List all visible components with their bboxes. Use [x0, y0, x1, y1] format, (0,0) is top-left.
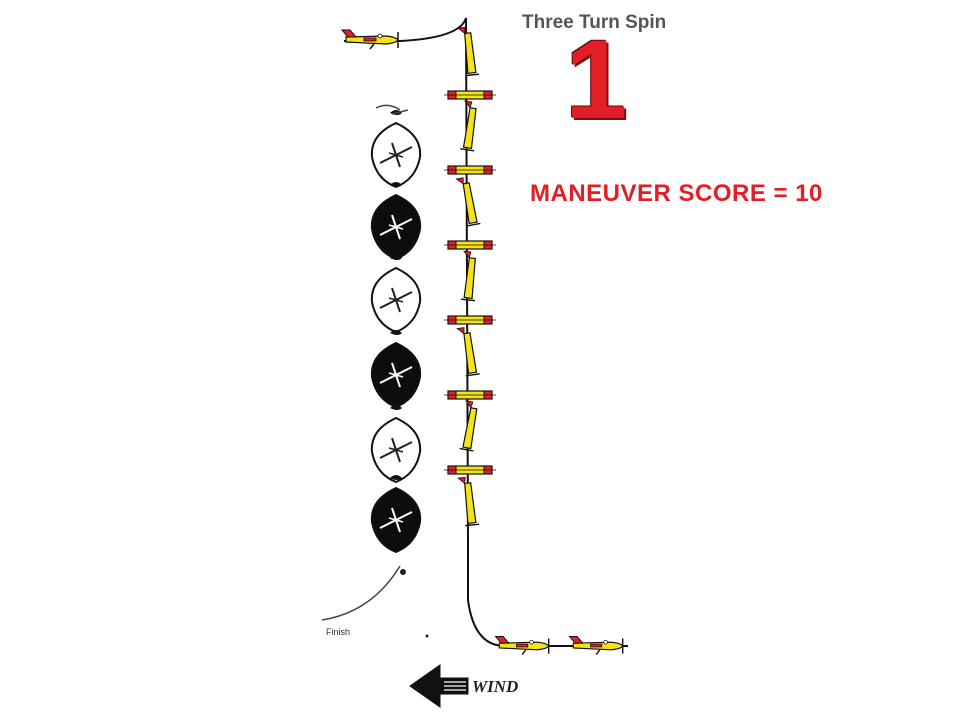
wind-arrow-icon	[409, 664, 469, 708]
airplane-icon	[340, 29, 399, 50]
dot-marker	[425, 634, 429, 638]
fuselage-icon	[460, 250, 476, 302]
spin-view-icon	[370, 405, 422, 484]
spin-view-icon	[370, 110, 422, 189]
wing-plan-icon	[444, 165, 496, 175]
flight-path	[344, 17, 628, 647]
fuselage-icon	[455, 177, 481, 227]
fuselage-icon	[457, 26, 480, 77]
figure-number: 1	[565, 17, 628, 142]
fuselage-icon	[457, 476, 480, 527]
spin-view-icon	[370, 330, 422, 409]
airplane-icon	[494, 636, 550, 655]
wing-plan-icon	[444, 240, 496, 250]
spin-view-icon	[370, 182, 422, 261]
wing-plan-icon	[444, 90, 496, 100]
wing-plan-icon	[444, 465, 496, 475]
entry-airplane-icon	[340, 29, 399, 50]
airplane-icon	[568, 636, 624, 655]
fuselage-icon	[459, 400, 478, 452]
wing-plan-views	[444, 90, 496, 475]
dot-marker	[400, 569, 406, 575]
wing-plan-icon	[444, 390, 496, 400]
spin-view-icon	[370, 255, 422, 334]
finish-curve	[321, 565, 401, 621]
spin-view-icon	[370, 475, 422, 554]
spin-views	[370, 104, 422, 554]
page-title: Three Turn Spin	[522, 12, 667, 33]
wind-label: WIND	[472, 677, 519, 696]
finish-label: Finish	[326, 627, 351, 637]
fuselage-icon	[460, 100, 477, 152]
spinning-fuselages	[455, 26, 481, 527]
exit-airplanes	[494, 636, 624, 655]
wing-plan-icon	[444, 315, 496, 325]
maneuver-score: MANEUVER SCORE = 10	[530, 180, 823, 207]
fuselage-icon	[456, 327, 480, 377]
